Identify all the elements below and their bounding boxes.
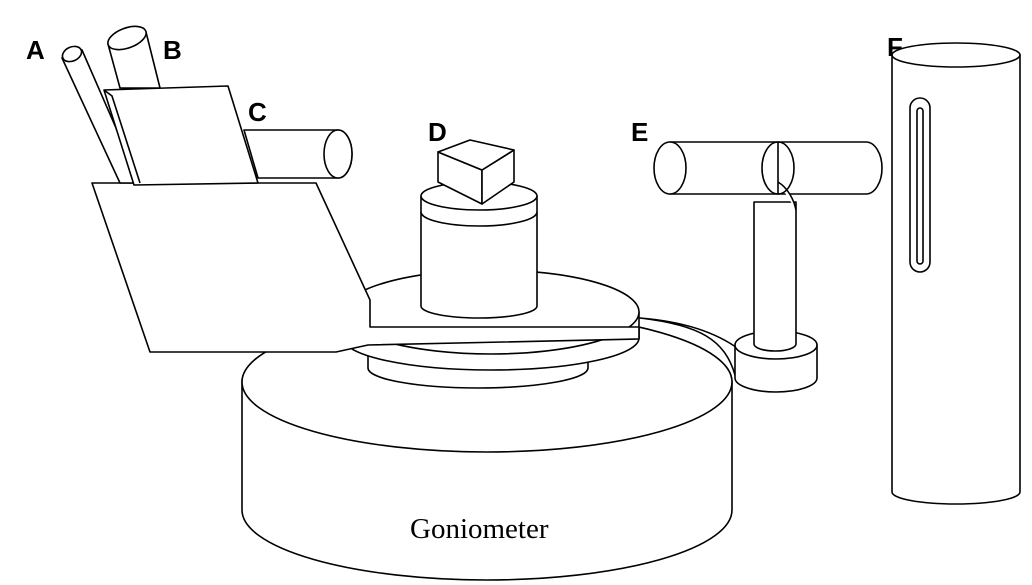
label-b: B <box>163 35 182 65</box>
tube-a <box>61 45 141 184</box>
goniometer-label: Goniometer <box>410 513 549 545</box>
label-d: D <box>428 117 447 147</box>
plate-b <box>103 85 259 186</box>
label-a: A <box>26 35 45 65</box>
collimator-housing <box>91 182 640 353</box>
label-f: F <box>887 32 903 62</box>
tube-b <box>107 25 161 89</box>
prism <box>437 139 515 205</box>
telescope-post <box>734 201 818 393</box>
label-e: E <box>631 117 648 147</box>
thermometer-column <box>891 42 1021 505</box>
telescope-tube <box>653 141 883 211</box>
tube-c <box>243 129 353 179</box>
label-c: C <box>248 97 267 127</box>
